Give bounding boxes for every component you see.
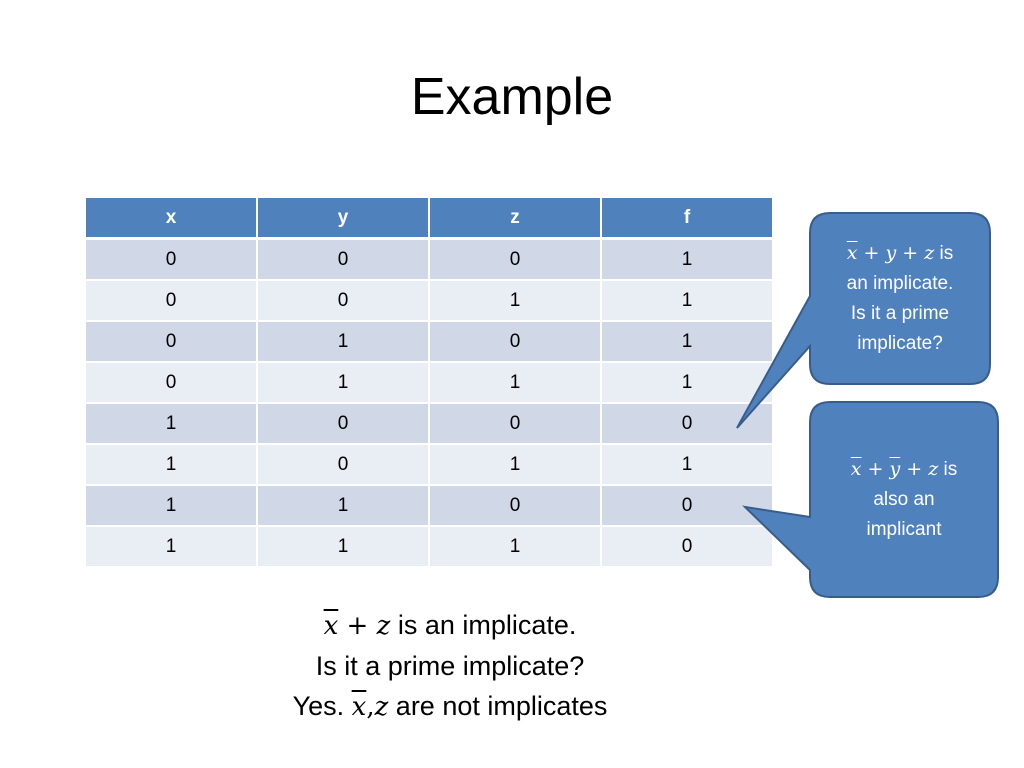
table-row: 1 0 0 0	[86, 404, 772, 445]
table-cell: 0	[258, 240, 430, 281]
table-cell: 0	[258, 281, 430, 322]
math-comma: ,	[366, 692, 375, 722]
table-cell: 0	[86, 281, 258, 322]
callout-2-suffix: is	[938, 459, 958, 480]
callout-1-line-1: x + y + z is	[812, 238, 988, 269]
bottom-line-3-suffix: are not implicates	[388, 691, 608, 721]
callout-1-text: x + y + z is an implicate. Is it a prime…	[812, 238, 988, 359]
math-var-x: x	[323, 611, 339, 641]
table-cell: 1	[602, 240, 772, 281]
math-var-z: z	[924, 242, 935, 264]
slide-title: Example	[410, 68, 614, 126]
column-header-z: z	[430, 198, 602, 240]
math-var-z: z	[928, 458, 939, 480]
table-cell: 0	[602, 527, 772, 568]
table-row: 1 0 1 1	[86, 445, 772, 486]
table-cell: 1	[430, 527, 602, 568]
table-cell: 1	[86, 486, 258, 527]
column-header-y: y	[258, 198, 430, 240]
table-row: 1 1 1 0	[86, 527, 772, 568]
table-cell: 1	[86, 527, 258, 568]
table-cell: 0	[258, 404, 430, 445]
table-row: 0 0 0 1	[86, 240, 772, 281]
table-cell: 1	[602, 322, 772, 363]
math-plus: +	[896, 242, 925, 264]
column-header-f: f	[602, 198, 772, 240]
callout-2-line-2: also an	[873, 489, 935, 510]
bottom-line-2: Is it a prime implicate?	[315, 651, 585, 681]
math-plus: +	[857, 242, 886, 264]
table-cell: 0	[602, 486, 772, 527]
math-plus: +	[861, 458, 890, 480]
table-row: 0 1 1 1	[86, 363, 772, 404]
callout-2-line-3: implicant	[866, 519, 942, 540]
callout-2-text: x + y + z is also an implicant	[812, 454, 996, 545]
table-cell: 1	[86, 445, 258, 486]
table-cell: 1	[430, 363, 602, 404]
table-cell: 0	[430, 322, 602, 363]
table-cell: 0	[430, 240, 602, 281]
callout-1-line-2: an implicate.	[846, 273, 954, 294]
table-cell: 0	[86, 322, 258, 363]
bottom-line-3-prefix: Yes.	[292, 691, 352, 721]
table-cell: 0	[602, 404, 772, 445]
table-cell: 1	[602, 281, 772, 322]
table-cell: 0	[258, 445, 430, 486]
table-cell: 0	[430, 404, 602, 445]
callout-1-suffix: is	[934, 243, 954, 264]
table-cell: 1	[258, 527, 430, 568]
table-row: 0 0 1 1	[86, 281, 772, 322]
math-var-z: z	[374, 692, 389, 722]
math-var-x: x	[850, 458, 862, 480]
table-cell: 1	[258, 486, 430, 527]
math-var-x: x	[351, 692, 367, 722]
math-var-y: y	[889, 458, 901, 480]
column-header-x: x	[86, 198, 258, 240]
callout-1-line-3: Is it a prime	[850, 303, 950, 324]
table-row: 1 1 0 0	[86, 486, 772, 527]
table-cell: 0	[86, 240, 258, 281]
callout-1-line-4: implicate?	[857, 333, 943, 354]
math-var-x: x	[846, 242, 858, 264]
math-plus: +	[900, 458, 929, 480]
math-plus: +	[338, 611, 377, 641]
table-cell: 1	[602, 363, 772, 404]
math-var-z: z	[376, 611, 391, 641]
bottom-line-1-suffix: is an implicate.	[390, 610, 577, 640]
table-cell: 0	[430, 486, 602, 527]
math-var-y: y	[885, 242, 897, 264]
truth-table: x y z f 0 0 0 1 0 0 1 1 0 1 0 1 0 1 1 1	[86, 198, 772, 568]
table-cell: 0	[86, 363, 258, 404]
bottom-line-1: x + z is an implicate.	[200, 605, 700, 646]
table-cell: 1	[86, 404, 258, 445]
table-cell: 1	[602, 445, 772, 486]
callout-2-line-1: x + y + z is	[812, 454, 996, 485]
table-row: 0 1 0 1	[86, 322, 772, 363]
table-cell: 1	[258, 322, 430, 363]
bottom-line-3: Yes. x,z are not implicates	[200, 686, 700, 727]
bottom-explanation: x + z is an implicate. Is it a prime imp…	[200, 605, 700, 727]
table-cell: 1	[258, 363, 430, 404]
table-cell: 1	[430, 445, 602, 486]
table-cell: 1	[430, 281, 602, 322]
table-header-row: x y z f	[86, 198, 772, 240]
